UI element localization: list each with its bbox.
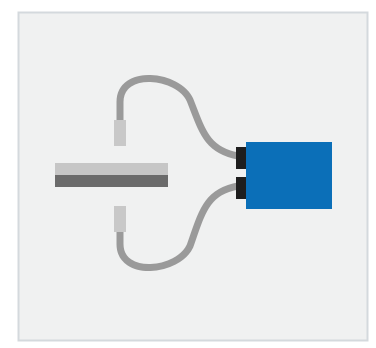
upper-sensor-tip: [114, 120, 126, 146]
lower-connector: [236, 177, 248, 199]
plate-top: [55, 163, 168, 175]
upper-cable: [116, 75, 239, 160]
upper-connector: [236, 147, 248, 169]
device-box: [246, 142, 332, 209]
plate-bottom: [55, 175, 168, 187]
lower-sensor-tip: [114, 206, 126, 232]
lower-cable: [116, 182, 239, 271]
